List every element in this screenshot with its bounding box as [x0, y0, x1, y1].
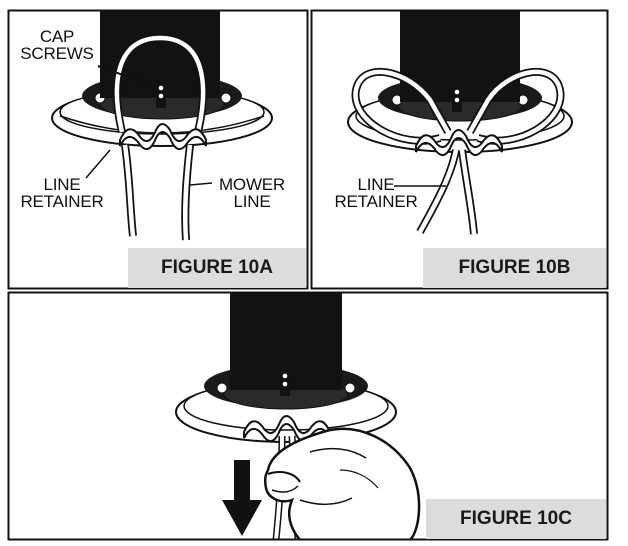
line-retainer	[415, 129, 503, 156]
line-retainer-label-a-line1: LINE	[43, 175, 81, 194]
line-retainer-label-a-line2: RETAINER	[20, 192, 104, 211]
panel-10b-illustration	[347, 11, 573, 235]
line-retainer-label-b-line2: RETAINER	[334, 192, 418, 211]
mower-line-label-line2: LINE	[233, 192, 271, 211]
line-retainer-label-b-line1: LINE	[357, 175, 395, 194]
mower-line-label: MOWER LINE	[210, 176, 294, 210]
panel-10c-illustration	[175, 293, 421, 539]
panel-10a-illustration	[51, 11, 273, 241]
pull-down-arrow-icon	[222, 460, 262, 536]
mower-line-label-line1: MOWER	[218, 175, 286, 194]
figure-10b-caption: FIGURE 10B	[423, 248, 606, 288]
figure-10a-caption: FIGURE 10A	[128, 248, 306, 288]
figure-10c-caption: FIGURE 10C	[426, 499, 606, 539]
cap-screws-label-line2: SCREWS	[20, 44, 94, 63]
line-retainer-label-a: LINE RETAINER	[12, 176, 112, 210]
line-retainer	[119, 123, 207, 150]
cap-screws-label-line1: CAP	[39, 27, 75, 46]
line-retainer-label-b: LINE RETAINER	[326, 176, 426, 210]
cap-screws-label: CAP SCREWS	[14, 28, 100, 62]
hand-illustration	[263, 427, 421, 539]
